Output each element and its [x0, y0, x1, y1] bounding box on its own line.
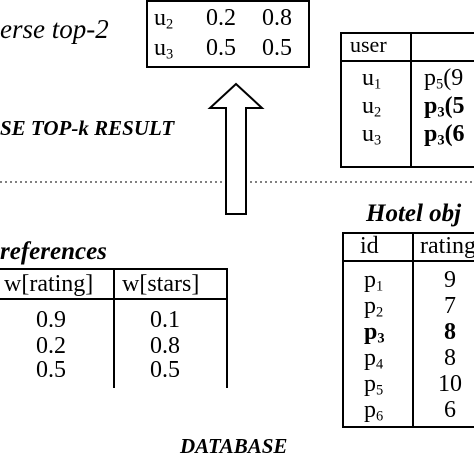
result-header-user: user — [350, 32, 387, 57]
pref-right-rule — [226, 268, 228, 388]
reverse-topk-result-title: SE TOP-k RESULT — [0, 116, 175, 140]
pref-row3-stars: 0.5 — [150, 357, 180, 383]
hotel-row2-id: p2 — [364, 293, 384, 321]
pref-row1-stars: 0.1 — [150, 307, 180, 333]
pref-col-rule — [113, 268, 115, 388]
hotel-row5-rating: 10 — [438, 371, 462, 397]
reverse-top2-label: erse top-2 — [0, 14, 109, 44]
result-table — [340, 32, 474, 168]
rt-row2-user: u3 — [154, 35, 174, 63]
hotel-row5-id: p5 — [364, 371, 384, 399]
up-arrow — [207, 82, 265, 215]
result-table-header-rule — [340, 60, 474, 62]
result-table-col-rule — [410, 32, 412, 168]
hotel-row1-id: p1 — [364, 267, 384, 295]
rt-row2-v1: 0.5 — [206, 35, 236, 61]
rt-row2-v2: 0.5 — [262, 35, 292, 61]
result-row3-user: u3 — [362, 121, 382, 149]
hotel-table — [342, 232, 474, 428]
hotel-row3-id: p3 — [364, 319, 385, 347]
hotel-row3-rating: 8 — [444, 319, 456, 345]
result-row3-val: p3(6 — [424, 121, 465, 149]
hotel-row4-id: p4 — [364, 345, 384, 373]
hotel-col-rule — [412, 232, 414, 428]
pref-row2-stars: 0.8 — [150, 333, 180, 359]
reverse-top2-table — [146, 0, 310, 68]
pref-row2-rating: 0.2 — [36, 333, 66, 359]
result-row2-user: u2 — [362, 93, 382, 121]
hotel-header-id: id — [360, 233, 379, 259]
hotel-header-rule — [342, 260, 474, 262]
hotel-row2-rating: 7 — [444, 293, 456, 319]
hotel-row1-rating: 9 — [444, 267, 456, 293]
result-row1-val: p5(9 — [424, 65, 464, 93]
rt-row1-user: u2 — [154, 5, 174, 33]
pref-row3-rating: 0.5 — [36, 357, 66, 383]
hotel-row6-id: p6 — [364, 397, 384, 425]
pref-header-rating: w[rating] — [4, 271, 94, 297]
rt-row1-v1: 0.2 — [206, 5, 236, 31]
hotel-objects-title: Hotel obj — [366, 200, 462, 227]
hotel-header-rating: rating — [420, 233, 474, 259]
result-row1-user: u1 — [362, 65, 382, 93]
hotel-row6-rating: 6 — [444, 397, 456, 423]
rt-row1-v2: 0.8 — [262, 5, 292, 31]
result-row2-val: p3(5 — [424, 93, 465, 121]
hotel-row4-rating: 8 — [444, 345, 456, 371]
database-label: DATABASE — [180, 434, 288, 458]
pref-row1-rating: 0.9 — [36, 307, 66, 333]
preferences-title: references — [0, 238, 107, 265]
pref-header-stars: w[stars] — [122, 271, 200, 297]
